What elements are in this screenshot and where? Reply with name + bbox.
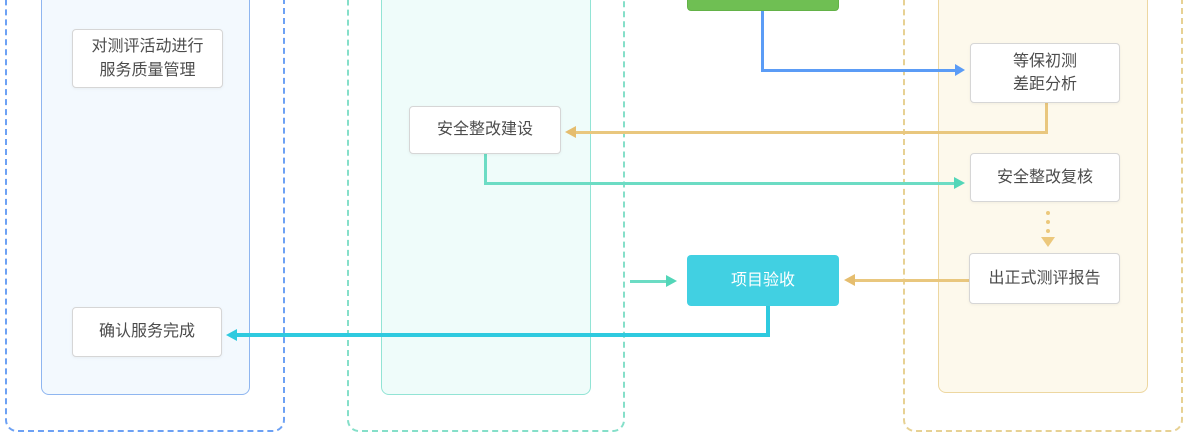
dot [1046, 220, 1050, 224]
swimlane-teal-inner [381, 0, 591, 395]
connector-segment [761, 11, 764, 71]
connector-segment [484, 154, 487, 185]
connector-segment [630, 280, 667, 283]
node-label-line2: 服务质量管理 [99, 61, 196, 79]
dot [1046, 229, 1050, 233]
node-label: 安全整改建设 [436, 121, 533, 139]
arrowhead-down-icon [1041, 237, 1055, 247]
swimlane-tan-outer-dashed [903, 0, 1183, 432]
node-label: 出正式测评报告 [988, 269, 1101, 287]
node-label: 安全整改复核 [996, 168, 1093, 186]
node-initial-assessment-gap-analysis: 等保初测 差距分析 [970, 43, 1120, 103]
node-formal-report: 出正式测评报告 [969, 253, 1120, 304]
connector-segment [237, 333, 770, 337]
arrowhead-right-icon [666, 275, 677, 287]
node-label-line1: 对测评活动进行 [91, 38, 204, 56]
node-green-truncated [687, 0, 839, 11]
connector-segment [576, 131, 1048, 134]
node-label-line2: 差距分析 [1012, 76, 1077, 93]
node-security-rectification: 安全整改建设 [409, 106, 561, 154]
arrowhead-left-icon [844, 274, 855, 286]
connector-segment [766, 306, 770, 337]
arrowhead-right-icon [955, 64, 965, 76]
arrowhead-left-icon [226, 329, 237, 341]
node-label: 确认服务完成 [98, 323, 195, 341]
swimlane-teal-outer-dashed [347, 0, 625, 432]
connector-segment [1045, 103, 1048, 133]
swimlane-blue-outer-dashed [5, 0, 285, 432]
node-project-acceptance: 项目验收 [687, 255, 839, 306]
node-label: 项目验收 [730, 271, 795, 289]
connector-segment [484, 182, 955, 185]
node-quality-management: 对测评活动进行 服务质量管理 [72, 29, 223, 88]
dot [1046, 211, 1050, 215]
arrowhead-left-icon [565, 126, 576, 138]
node-confirm-completion: 确认服务完成 [72, 307, 222, 357]
node-rectification-review: 安全整改复核 [970, 153, 1120, 202]
node-label-line1: 等保初测 [1012, 52, 1077, 70]
arrowhead-right-icon [954, 177, 965, 189]
connector-segment [855, 279, 969, 282]
connector-segment [761, 69, 956, 72]
